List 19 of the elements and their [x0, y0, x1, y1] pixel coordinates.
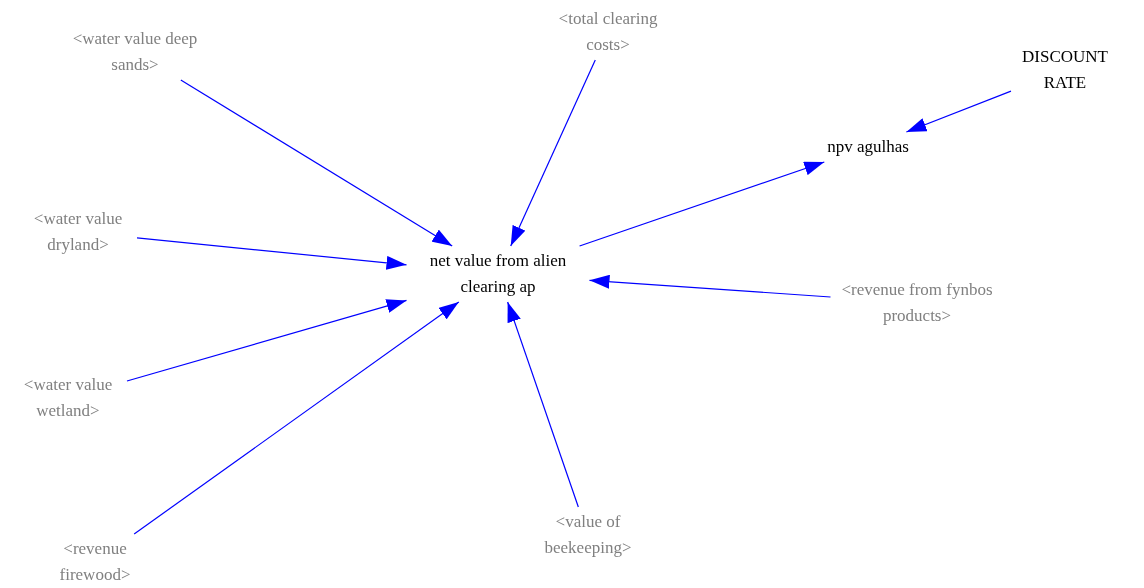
- arrow: [905, 90, 1012, 133]
- variable-label: <revenue firewood>: [58, 538, 132, 586]
- arrow: [133, 301, 460, 535]
- arrow: [180, 79, 453, 247]
- arrow: [126, 299, 408, 382]
- arrow: [510, 59, 596, 247]
- variable-label: <water value deep sands>: [71, 28, 199, 76]
- variable-label: <water value dryland>: [32, 208, 124, 256]
- variable-label: <total clearing costs>: [557, 8, 659, 56]
- variable-label: <water value wetland>: [22, 374, 114, 422]
- variable-label: <revenue from fynbos products>: [840, 279, 994, 327]
- variable-label: <value of beekeeping>: [543, 511, 633, 559]
- arrow: [579, 161, 825, 247]
- variable-label: npv agulhas: [827, 136, 909, 158]
- arrow: [136, 237, 408, 270]
- arrow: [507, 301, 579, 508]
- arrow: [588, 274, 832, 298]
- variable-label: net value from alien clearing ap: [428, 250, 568, 298]
- variable-label: DISCOUNT RATE: [1021, 46, 1109, 94]
